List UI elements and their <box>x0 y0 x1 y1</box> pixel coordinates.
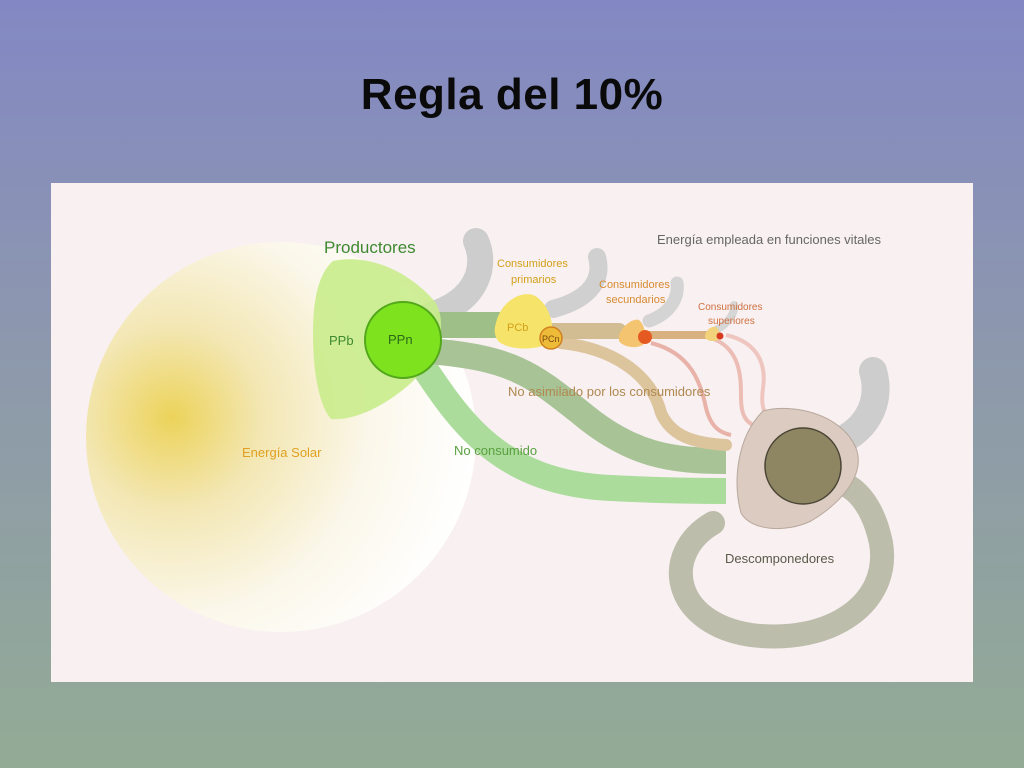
ppn-circle <box>364 301 442 379</box>
decomposer-loop <box>668 471 895 649</box>
label-consumidores-secundarios-2: secundarios <box>606 294 666 306</box>
secondary-consumer-dot <box>638 330 652 344</box>
label-no-consumido: No consumido <box>454 443 537 458</box>
producer-detritus-flow <box>427 338 727 474</box>
respiration-arc-superior <box>712 301 739 334</box>
label-ppb: PPb <box>329 333 354 348</box>
label-productores: Productores <box>324 238 416 257</box>
label-consumidores-primarios-1: Consumidores <box>497 258 568 270</box>
label-ppn: PPn <box>388 332 413 347</box>
respiration-arc-producers <box>418 228 494 328</box>
not-consumed-flow <box>410 355 727 504</box>
label-consumidores-primarios-2: primarios <box>511 274 557 286</box>
upper-consumer-strand-2 <box>710 336 757 428</box>
slide-title: Regla del 10% <box>360 70 664 119</box>
label-consumidores-secundarios-1: Consumidores <box>599 279 670 291</box>
superior-consumer-blob <box>705 326 720 342</box>
respiration-arc-secondary <box>642 276 684 328</box>
secondary-consumer-blob <box>619 319 646 348</box>
primary-consumer-blob <box>494 294 553 349</box>
respiration-arc-primary <box>544 248 608 318</box>
diagram-canvas: Productores PPb PPn Energía Solar Consum… <box>86 228 895 649</box>
label-pcn: PCn <box>542 334 560 344</box>
label-pcb: PCb <box>507 322 528 334</box>
not-assimilated-flow <box>555 337 732 451</box>
label-descomponedores: Descomponedores <box>725 551 835 566</box>
label-consumidores-superiores-2: superiores <box>708 316 755 327</box>
upper-consumer-strand-3 <box>725 333 769 417</box>
label-no-asimilado: No asimilado por los consumidores <box>508 384 711 399</box>
decomposers-core <box>764 427 842 505</box>
upper-consumer-strand-1 <box>650 341 732 437</box>
energy-flow-diagram: Productores PPb PPn Energía Solar Consum… <box>51 183 973 682</box>
label-energia-funciones-vitales: Energía empleada en funciones vitales <box>657 232 882 247</box>
pcn-circle <box>539 326 563 350</box>
label-energia-solar: Energía Solar <box>242 445 322 460</box>
superior-consumer-dot <box>716 332 724 340</box>
label-consumidores-superiores-1: Consumidores <box>698 302 762 313</box>
